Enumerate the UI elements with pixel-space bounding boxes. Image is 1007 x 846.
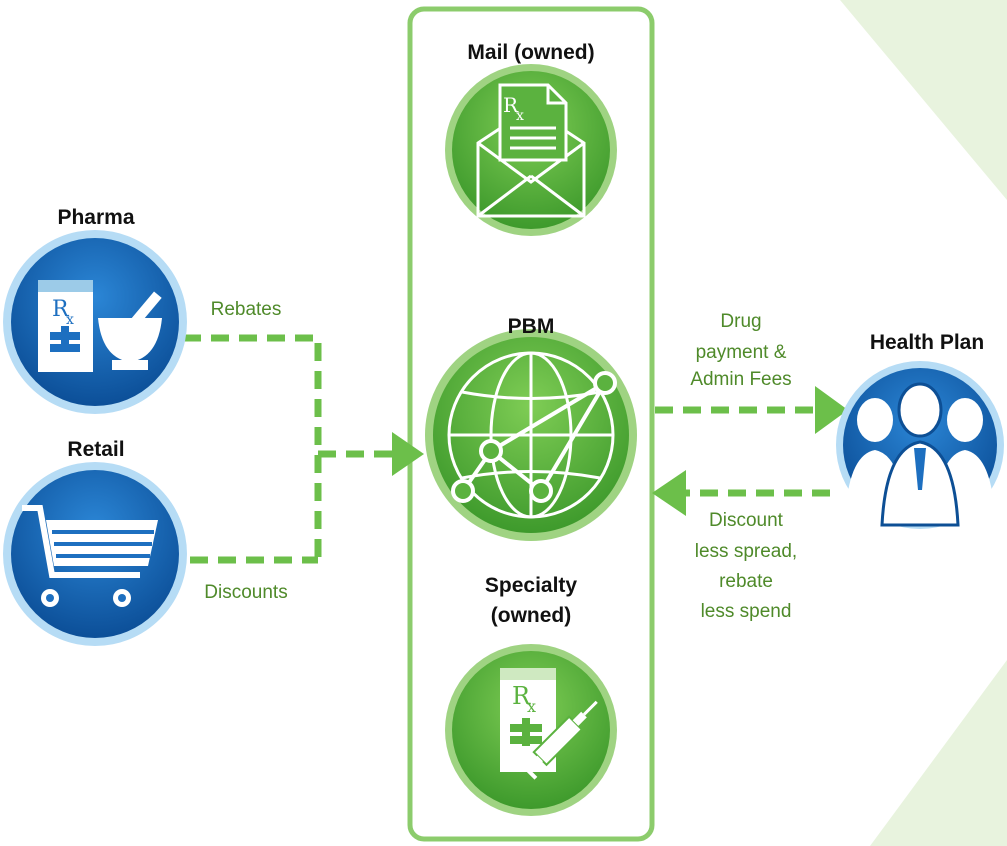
pharma-label: Pharma <box>57 206 135 229</box>
shopping-cart-icon <box>22 505 158 607</box>
svg-text:x: x <box>66 312 74 328</box>
drug-payment-label-line3: Admin Fees <box>690 369 792 390</box>
rx-syringe-icon: R x <box>500 668 598 780</box>
mail-node: R x <box>445 64 617 236</box>
flow-lines <box>183 334 830 564</box>
drug-payment-label-line2: payment & <box>695 342 787 363</box>
pharmacy-mortar-icon: R x <box>38 280 162 372</box>
retail-node <box>3 462 187 646</box>
rx-envelope-icon: R x <box>476 83 586 218</box>
specialty-label-line2: (owned) <box>490 604 572 627</box>
discount-spread-label-line4: less spend <box>700 601 792 622</box>
discounts-label: Discounts <box>204 582 288 603</box>
people-group-icon <box>845 382 995 527</box>
retail-label: Retail <box>67 438 125 461</box>
specialty-node: R x <box>445 644 617 816</box>
discount-spread-label-line1: Discount <box>709 510 783 531</box>
arrowhead-to-pbm-return <box>652 470 686 516</box>
discount-spread-label-line2: less spread, <box>694 541 798 562</box>
background-chevron <box>840 0 1007 846</box>
svg-text:x: x <box>527 697 536 716</box>
svg-text:R: R <box>52 297 70 322</box>
flow-arrowheads <box>392 386 848 516</box>
svg-text:R: R <box>503 93 519 117</box>
mail-label: Mail (owned) <box>467 41 595 64</box>
discount-spread-label-line3: rebate <box>719 571 773 592</box>
specialty-label-line1: Specialty <box>484 574 578 597</box>
svg-text:R: R <box>512 682 531 710</box>
svg-text:x: x <box>516 108 524 124</box>
globe-network-icon <box>447 351 617 519</box>
health-plan-label: Health Plan <box>869 331 985 354</box>
arrowhead-to-health-plan <box>815 386 848 434</box>
drug-payment-label-line1: Drug <box>720 311 762 332</box>
pharma-node: R x <box>3 230 187 414</box>
rebates-line <box>183 334 322 560</box>
pbm-node <box>425 329 637 541</box>
health-plan-node <box>836 361 1004 529</box>
arrowhead-to-pbm <box>392 432 424 476</box>
rebates-label: Rebates <box>210 299 282 320</box>
pbm-label: PBM <box>507 315 555 338</box>
